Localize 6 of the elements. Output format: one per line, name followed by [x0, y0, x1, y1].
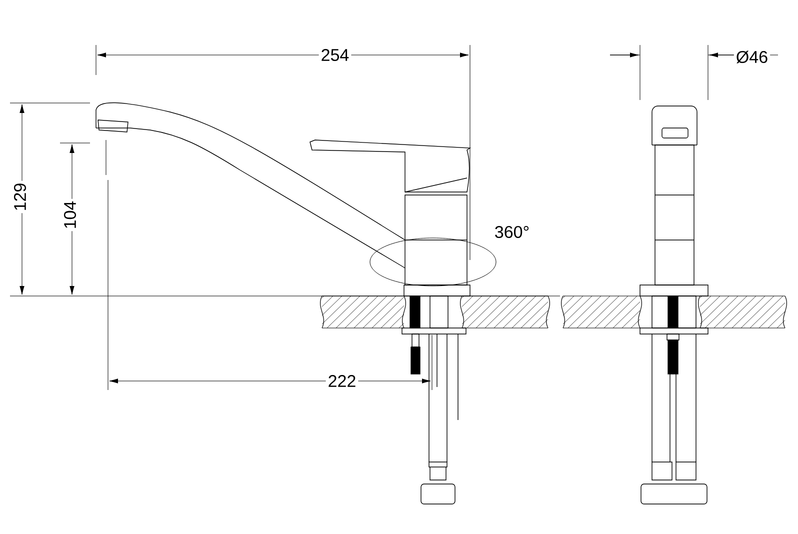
dimension-label: 222	[326, 373, 358, 389]
dimension-label: 104	[62, 198, 78, 232]
dimension-label: 129	[12, 180, 28, 214]
dimension-label: 254	[318, 46, 352, 63]
dimension-label: 360°	[492, 224, 532, 240]
dimension-label: Ø46	[734, 48, 770, 66]
